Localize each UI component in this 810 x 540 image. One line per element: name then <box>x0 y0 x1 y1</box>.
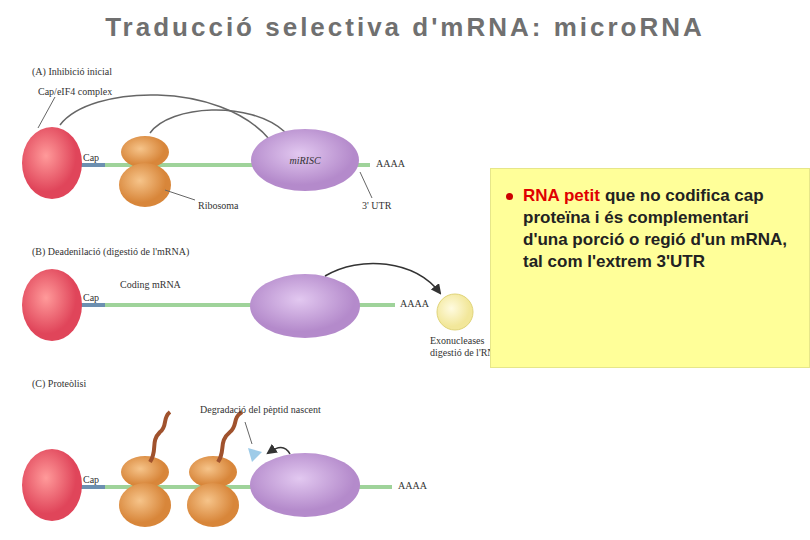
cap-complex <box>22 127 82 199</box>
label: AAAA <box>376 158 405 170</box>
node-label: miRISC <box>289 155 320 166</box>
ribosome <box>119 456 239 527</box>
ribosome <box>119 136 171 207</box>
label: Cap <box>83 292 99 304</box>
interaction-arc <box>60 95 270 140</box>
label: Cap/eIF4 complex <box>38 86 112 98</box>
exonuclease <box>437 294 473 330</box>
label: Coding mRNA <box>120 279 181 291</box>
label: (B) Deadenilació (digestió de l'mRNA) <box>32 246 189 258</box>
label: AAAA <box>400 298 429 310</box>
panel-a <box>22 95 372 207</box>
bullet-item: RNA petitque no codifica cap proteïna i … <box>503 185 797 273</box>
label: (A) Inhibició inicial <box>32 66 112 78</box>
mirisc-oval <box>250 453 360 517</box>
leader-line <box>360 172 372 198</box>
note-box: RNA petitque no codifica cap proteïna i … <box>490 168 810 368</box>
panel-c <box>22 412 392 527</box>
cap-complex <box>22 269 82 341</box>
label: Degradació del pèptid nascent <box>200 404 321 416</box>
mirisc-oval <box>250 274 360 338</box>
label: Cap <box>83 474 99 486</box>
mirisc-oval: miRISC <box>250 128 360 192</box>
arrow <box>268 448 290 455</box>
arrow <box>325 263 440 293</box>
label: (C) Proteòlisi <box>32 378 86 390</box>
label: AAAA <box>398 480 427 492</box>
leader-line <box>38 97 55 128</box>
panel-b <box>22 263 473 341</box>
label: Cap <box>83 152 99 164</box>
nascent-peptide <box>218 412 242 462</box>
leader-line <box>165 190 195 200</box>
nascent-peptide <box>150 412 170 462</box>
bullet <box>506 193 513 200</box>
leader-line <box>245 422 252 444</box>
highlight-term: RNA petit <box>523 186 600 205</box>
protease <box>248 448 262 462</box>
interaction-arc <box>150 110 285 133</box>
label: Ribosoma <box>198 200 239 212</box>
cap-complex <box>22 449 82 521</box>
slide-title: Traducció selectiva d'mRNA: microRNA <box>0 12 810 43</box>
label: 3' UTR <box>362 200 391 212</box>
